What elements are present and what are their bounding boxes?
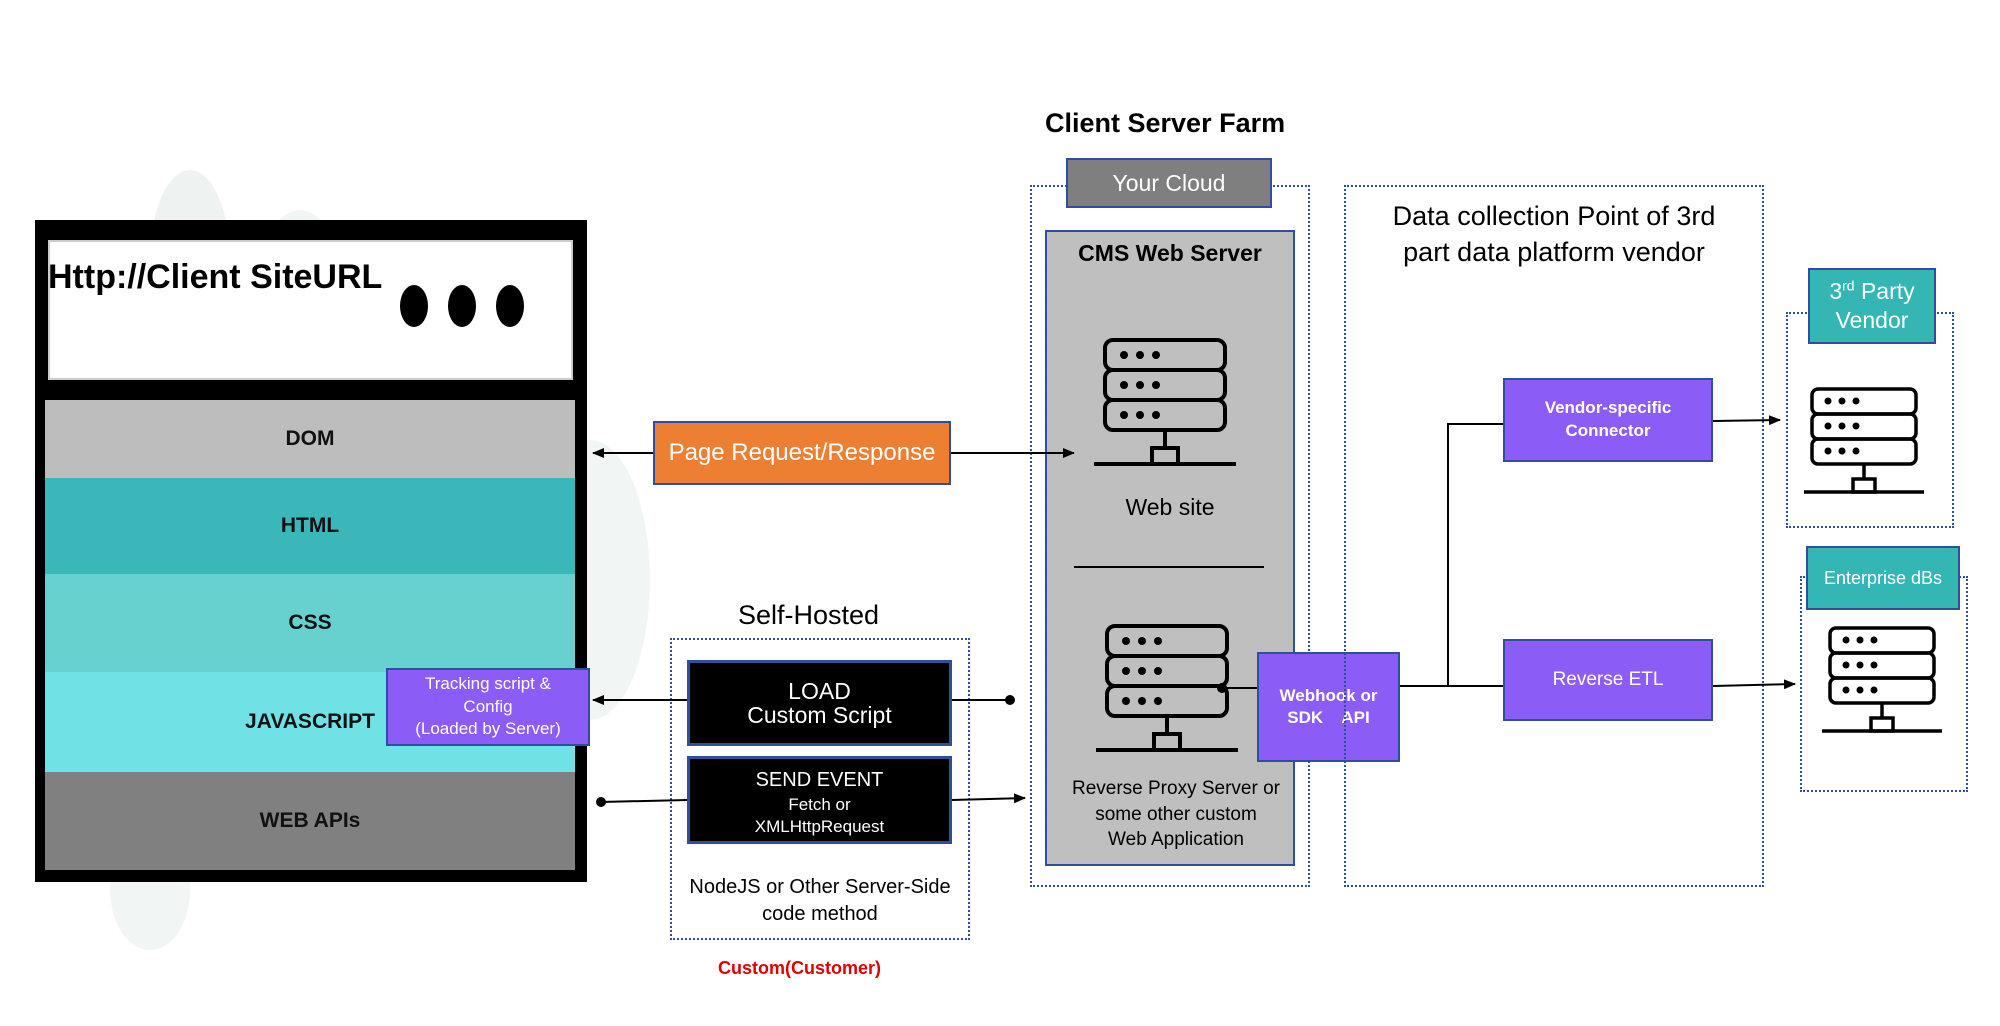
- arrow-connector-to-third-party: [1712, 415, 1781, 426]
- third-party-label-sup: rd: [1842, 277, 1855, 294]
- line-webhook-to-vendor-connector: [1447, 423, 1503, 686]
- enterprise-label-box: Enterprise dBs: [1806, 546, 1960, 610]
- layer-dom: DOM: [45, 400, 575, 478]
- send-event-box: SEND EVENT Fetch or XMLHttpRequest: [687, 756, 952, 844]
- tracking-script-box: Tracking script & Config (Loaded by Serv…: [386, 668, 590, 746]
- webhook-sdk-api-box: Webhook or SDK API: [1257, 652, 1400, 762]
- enterprise-server-icon: [1818, 624, 1948, 739]
- cms-web-server-box: [1045, 230, 1295, 866]
- window-dot: [496, 285, 524, 327]
- data-collection-container: [1344, 185, 1764, 887]
- server-divider: [1074, 566, 1264, 568]
- cms-web-server-title: CMS Web Server: [1078, 240, 1262, 266]
- third-party-label-rest: Party Vendor: [1835, 278, 1915, 333]
- diagram-title: Client Server Farm: [1045, 108, 1286, 138]
- line-webapi-to-send-event: [599, 799, 688, 803]
- reverse-proxy-label: Reverse Proxy Server or some other custo…: [1071, 778, 1280, 851]
- third-party-label-main: 3: [1829, 278, 1843, 305]
- load-custom-script-label: LOAD Custom Script: [747, 677, 892, 728]
- self-hosted-container: [670, 638, 970, 940]
- tracking-script-label: Tracking script & Config (Loaded by Serv…: [415, 673, 561, 739]
- your-cloud-label-box: Your Cloud: [1066, 158, 1272, 208]
- page-request-label: Page Request/Response: [668, 439, 936, 466]
- arrow-reverse-etl-to-enterprise: [1712, 679, 1796, 690]
- window-dot: [448, 285, 476, 327]
- connector-dot: [596, 797, 606, 807]
- layer-web-apis: WEB APIs: [45, 772, 575, 870]
- self-hosted-title: Self-Hosted: [738, 600, 880, 630]
- layer-html: HTML: [45, 478, 575, 574]
- webhook-sdk-api-label: Webhook or SDK API: [1279, 685, 1378, 727]
- connector-dot: [1005, 695, 1015, 705]
- your-cloud-label: Your Cloud: [1112, 169, 1226, 196]
- third-party-server-icon: [1800, 385, 1930, 500]
- vendor-connector-label: Vendor-specific Connector: [1544, 398, 1672, 440]
- load-custom-script-box: LOAD Custom Script: [687, 660, 952, 746]
- self-hosted-footer: NodeJS or Other Server-Side code method: [689, 876, 951, 925]
- url-text: Http://Client SiteURL: [48, 258, 383, 296]
- enterprise-label: Enterprise dBs: [1823, 567, 1943, 588]
- arrow-send-event-to-server: [951, 793, 1026, 804]
- reverse-proxy-server-icon: [1092, 622, 1242, 760]
- send-event-title: SEND EVENT: [755, 769, 884, 791]
- reverse-etl-box: Reverse ETL: [1503, 639, 1713, 721]
- reverse-etl-label: Reverse ETL: [1552, 669, 1664, 690]
- send-event-sub: Fetch or XMLHttpRequest: [754, 795, 885, 837]
- connector-dot: [1217, 683, 1227, 693]
- web-site-label: Web site: [1125, 494, 1215, 520]
- web-site-server-icon: [1090, 336, 1240, 474]
- layer-css: CSS: [45, 574, 575, 672]
- vendor-connector-box: Vendor-specific Connector: [1503, 378, 1713, 462]
- page-request-box: Page Request/Response: [653, 421, 951, 485]
- window-dot: [400, 285, 428, 327]
- third-party-label-box: 3rd Party Vendor: [1808, 268, 1936, 344]
- data-collection-title: Data collection Point of 3rd part data p…: [1392, 201, 1716, 268]
- window-dots: [400, 285, 540, 330]
- url-bar: [48, 240, 573, 380]
- custom-customer-label: Custom(Customer): [718, 958, 882, 978]
